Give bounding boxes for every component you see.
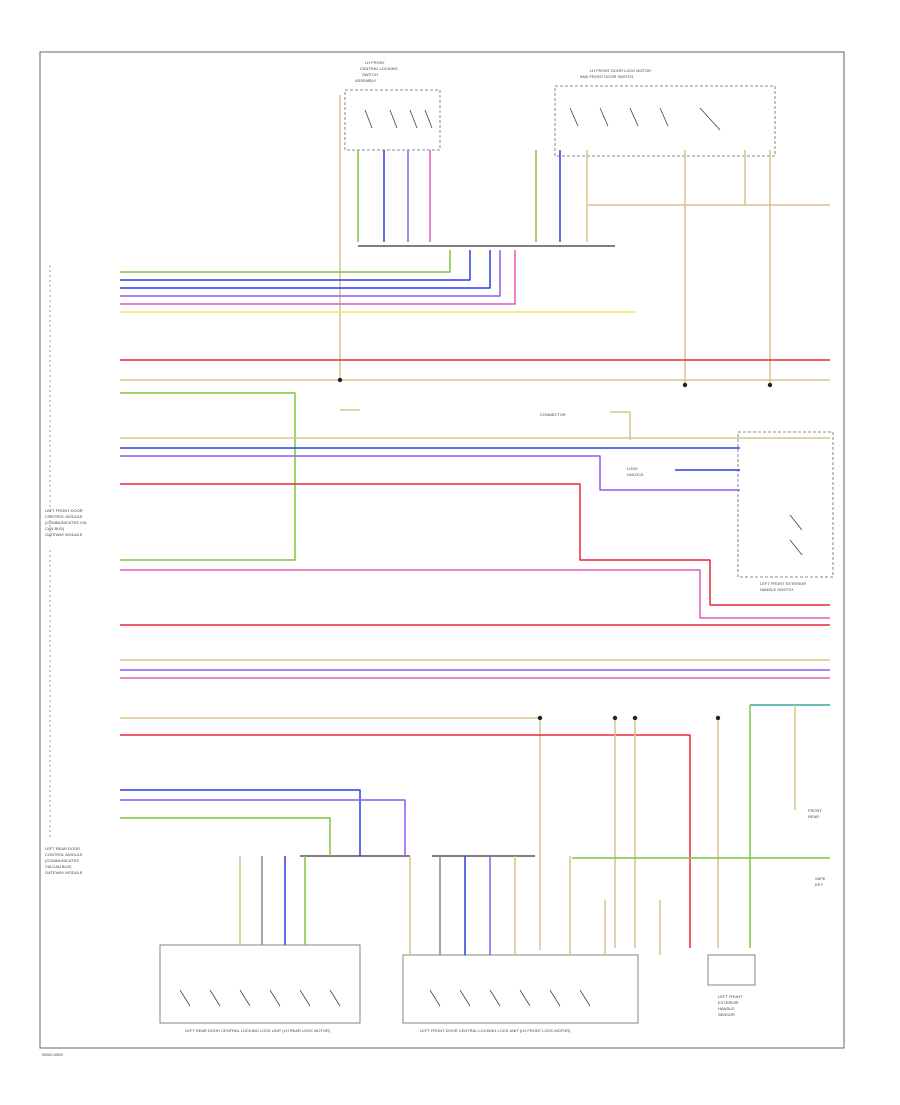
module-2-label-4: VIA CAN BUS) [45, 864, 72, 869]
switch-contact [209, 989, 221, 1007]
splice-dot [537, 715, 543, 721]
connector-label: CONNECTOR [540, 412, 566, 417]
wire-trace-blue [120, 789, 361, 856]
module-1-label-3: (COMMUNICATES VIA [45, 520, 87, 525]
switch-contact [519, 989, 531, 1007]
splice-dot [632, 715, 638, 721]
unlock-label: UNLOCK [627, 472, 644, 477]
module-2-label-3: (COMMUNICATES [45, 858, 79, 863]
bottom-right-sensor-label-2: EXTERIOR [718, 1000, 739, 1005]
exterior-handle-switch-box [737, 431, 834, 578]
key-label: KEY [815, 882, 823, 887]
module-1-label-5: GATEWAY MODULE [45, 532, 83, 537]
wire-trace-green [120, 392, 296, 561]
switch-contact [579, 989, 591, 1007]
door-lock-motor-top: LH FRONT DOOR LOCK MOTOR AND FRONT DOOR … [554, 68, 776, 157]
diagram-frame [39, 51, 845, 1049]
splice-dot [337, 377, 343, 383]
splice-dot [682, 382, 688, 388]
switch-contact [789, 514, 803, 531]
switch-contact [599, 107, 609, 127]
lock-label: LOCK [627, 466, 638, 471]
module-1-label-1: LEFT FRONT DOOR [45, 508, 83, 513]
wire-trace-green [120, 817, 331, 856]
module-1-label-4: CAN BUS) [45, 526, 65, 531]
door-lock-motor-label-2: AND FRONT DOOR SWITCH [580, 74, 633, 79]
top-switch-block: LH FRONT CENTRAL LOCKING SWITCH ASSEMBLY [344, 60, 441, 151]
bottom-mid-lock-label: LEFT FRONT DOOR CENTRAL LOCKING LOCK UNI… [420, 1028, 571, 1033]
wire-trace-pink [120, 569, 830, 619]
bottom-right-sensor-label-4: SENSOR [718, 1012, 735, 1017]
switch-contact [489, 989, 501, 1007]
wire-trace-green [120, 250, 451, 273]
door-lock-motor-box [554, 85, 776, 157]
top-switch-block-label-2: CENTRAL LOCKING [360, 66, 398, 71]
wire-trace-red [120, 483, 830, 606]
wire-layer [120, 95, 830, 955]
top-switch-block-box [344, 89, 441, 151]
switch-contact [409, 109, 418, 129]
switch-contact [629, 107, 639, 127]
door-lock-motor-label-1: LH FRONT DOOR LOCK MOTOR [590, 68, 651, 73]
bottom-right-sensor-label-3: HANDLE [718, 1006, 735, 1011]
switch-contact [659, 107, 669, 127]
safe-label: SAFE [815, 876, 826, 881]
bottom-left-lock-unit: LEFT REAR DOOR CENTRAL LOCKING LOCK UNIT… [159, 944, 361, 1033]
switch-contact [424, 109, 433, 129]
switch-contact [549, 989, 561, 1007]
bottom-mid-lock-box [402, 954, 639, 1024]
bottom-left-lock-label: LEFT REAR DOOR CENTRAL LOCKING LOCK UNIT… [185, 1028, 331, 1033]
front-label: FRONT [808, 808, 822, 813]
rear-label: REAR [808, 814, 819, 819]
switch-contact [789, 539, 803, 556]
left-door-module-2: LEFT REAR DOOR CONTROL MODULE (COMMUNICA… [45, 550, 83, 875]
document-code: W000-0000 [42, 1052, 63, 1057]
bottom-right-sensor-label-1: LEFT FRONT [718, 994, 743, 999]
switch-contact [364, 109, 373, 129]
exterior-handle-switch: LEFT FRONT EXTERIOR HANDLE SWITCH [737, 431, 834, 592]
top-switch-block-label-1: LH FRONT [365, 60, 386, 65]
module-1-label-2: CONTROL MODULE [45, 514, 83, 519]
bottom-right-sensor-box [707, 954, 756, 986]
module-2-label-5: GATEWAY MODULE [45, 870, 83, 875]
switch-contact [269, 989, 281, 1007]
switch-contact [569, 107, 579, 127]
splice-dot [715, 715, 721, 721]
switch-contact [329, 989, 341, 1007]
wire-trace-tan [610, 411, 631, 440]
top-switch-block-label-3: SWITCH [362, 72, 378, 77]
wire-trace-pink [120, 250, 516, 305]
splice-dot [612, 715, 618, 721]
wire-trace-violet [120, 250, 501, 297]
exterior-handle-label-1: LEFT FRONT EXTERIOR [760, 581, 806, 586]
switch-contact [179, 989, 191, 1007]
wire-trace-violet [120, 455, 740, 491]
switch-contact [459, 989, 471, 1007]
exterior-handle-label-2: HANDLE SWITCH [760, 587, 793, 592]
module-2-label-1: LEFT REAR DOOR [45, 846, 80, 851]
switch-contact [699, 107, 721, 131]
bottom-mid-lock-unit: LEFT FRONT DOOR CENTRAL LOCKING LOCK UNI… [402, 954, 639, 1033]
wire-trace-blue [120, 250, 491, 289]
bottom-left-lock-box [159, 944, 361, 1024]
module-2-label-2: CONTROL MODULE [45, 852, 83, 857]
bottom-right-sensor: LEFT FRONT EXTERIOR HANDLE SENSOR [707, 954, 756, 1017]
wire-trace-blue [120, 250, 471, 281]
left-door-module-1: LEFT FRONT DOOR CONTROL MODULE (COMMUNIC… [45, 265, 87, 540]
switch-contact [299, 989, 311, 1007]
wire-trace-violet [120, 799, 406, 856]
switch-contact [429, 989, 441, 1007]
wire-trace-red [120, 734, 691, 948]
splice-dot [767, 382, 773, 388]
top-switch-block-label-4: ASSEMBLY [355, 78, 377, 83]
switch-contact [389, 109, 398, 129]
switch-contact [239, 989, 251, 1007]
